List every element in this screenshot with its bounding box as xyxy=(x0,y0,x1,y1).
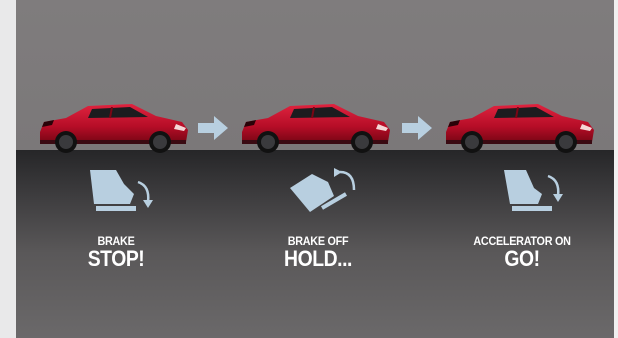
step-hold: BRAKE OFF HOLD... xyxy=(218,0,418,338)
sedan-car-icon xyxy=(238,98,392,156)
accelerator-pedal-pressed-icon xyxy=(498,168,568,216)
sedan-car-icon xyxy=(36,98,190,156)
step-status-label: HOLD... xyxy=(230,246,406,272)
brake-pedal-pressed-icon xyxy=(86,168,156,214)
step-status-label: GO! xyxy=(434,246,610,272)
page-edge xyxy=(614,0,618,338)
step-status-label: STOP! xyxy=(28,246,204,272)
step-stop: BRAKE STOP! xyxy=(16,0,216,338)
illustration-panel: BRAKE STOP! xyxy=(16,0,614,338)
brake-pedal-released-icon xyxy=(288,168,364,216)
sedan-car-icon xyxy=(442,98,596,156)
step-go: ACCELERATOR ON GO! xyxy=(422,0,614,338)
